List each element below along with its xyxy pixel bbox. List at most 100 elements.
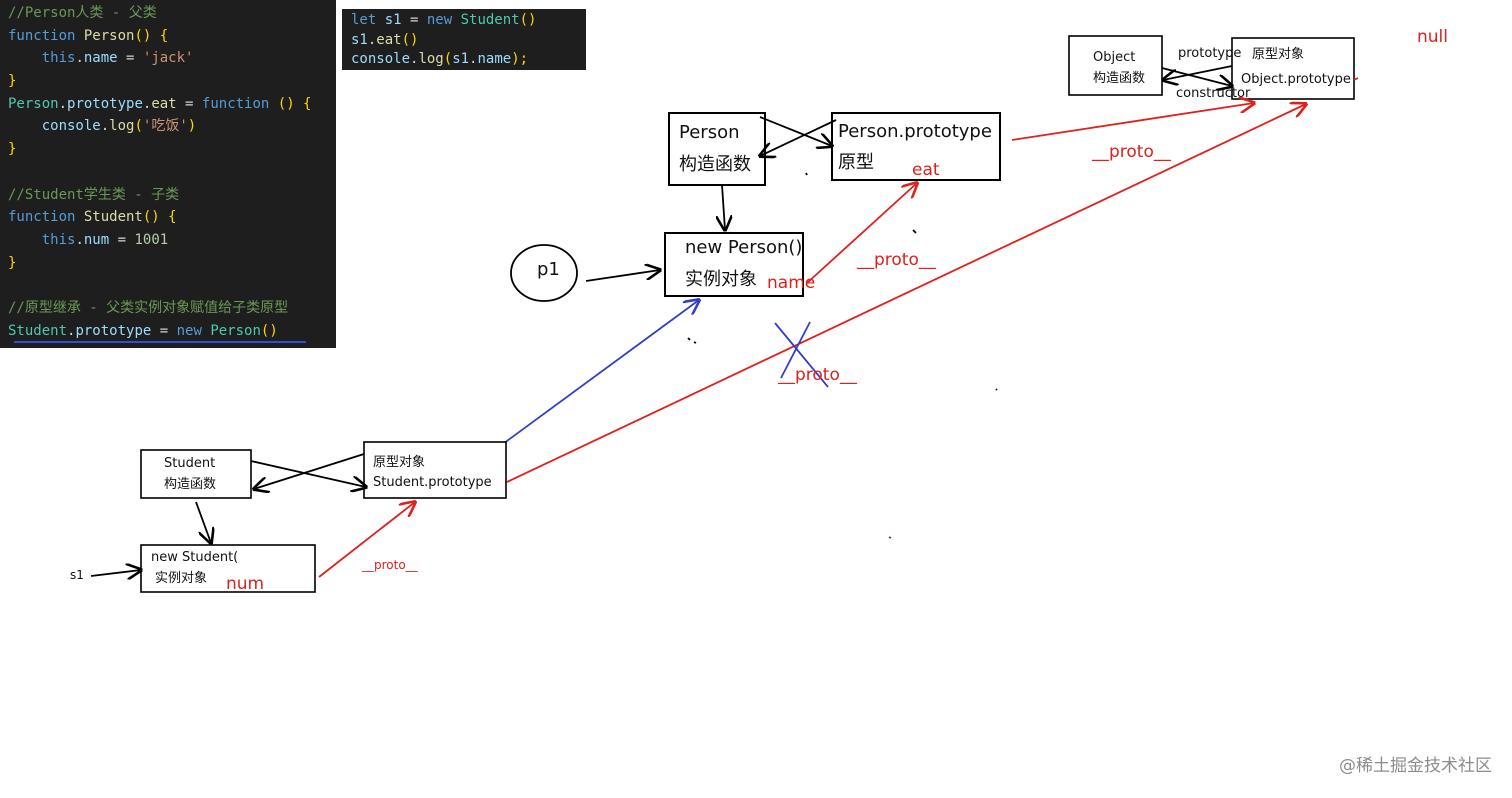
new-student-line1: new Student( xyxy=(151,550,238,565)
edge-label-proto-crossed: __proto__ xyxy=(777,365,857,385)
code-token: new xyxy=(426,12,461,28)
code-line: console.log(s1.name); xyxy=(351,50,586,70)
code-token: . xyxy=(142,95,152,112)
edge-label-proto-top: __proto__ xyxy=(1091,142,1171,162)
code-line: console.log('吃饭') xyxy=(8,115,336,138)
code-token: } xyxy=(8,141,17,158)
code-token: () { xyxy=(269,95,312,112)
code-token: Student xyxy=(8,322,68,339)
edge-label-prototype: prototype xyxy=(1178,46,1241,61)
cross-out-stroke-2 xyxy=(780,321,811,379)
student-constructor-arrow xyxy=(254,453,365,489)
num-label: num xyxy=(226,574,264,594)
student-ctor-to-instance-arrow xyxy=(195,501,211,543)
code-token: this xyxy=(41,50,76,67)
student-ctor-line1: Student xyxy=(164,456,215,471)
edge-label-proto-student: __proto__ xyxy=(361,558,419,572)
student-instance-proto-arrow xyxy=(318,502,415,578)
code-token: () xyxy=(519,12,537,28)
code-token: . xyxy=(58,95,68,112)
code-line: //原型继承 - 父类实例对象赋值给子类原型 xyxy=(8,297,336,320)
code-token: s1 xyxy=(351,31,368,48)
code-token: () xyxy=(260,322,278,339)
code-token: name xyxy=(83,50,118,67)
code-token: 1001 xyxy=(134,231,169,248)
eat-label: eat xyxy=(912,160,940,180)
code-token: function xyxy=(8,27,84,44)
person-prototype-proto-to-object-prototype-arrow xyxy=(1011,103,1254,141)
person-proto-line2: 原型 xyxy=(838,152,874,173)
stray-dot-3 xyxy=(888,536,892,539)
stray-dot xyxy=(805,172,808,176)
code-token: Student xyxy=(83,209,143,226)
stray-dot-2 xyxy=(995,388,998,391)
cross-out-stroke-1 xyxy=(774,322,829,388)
code-line: //Person人类 - 父类 xyxy=(8,2,336,25)
code-token: Student xyxy=(460,12,520,28)
person-ctor-line1: Person xyxy=(679,122,740,143)
instance-proto-to-person-prototype-arrow xyxy=(806,183,917,284)
new-person-line1: new Person() xyxy=(685,237,802,258)
code-token: let xyxy=(351,12,385,28)
code-line: Student.prototype = new Person() xyxy=(8,320,336,343)
code-token: . xyxy=(67,322,76,339)
object-proto-null-tick xyxy=(1353,77,1359,81)
code-underline-marker xyxy=(14,341,306,343)
code-token: = xyxy=(151,322,177,339)
object-proto-line1: 原型对象 xyxy=(1252,47,1304,62)
object-constructor-arrow xyxy=(1163,65,1233,80)
name-label: name xyxy=(767,273,815,293)
code-token: this xyxy=(41,231,76,248)
code-token: . xyxy=(75,50,84,67)
code-token: . xyxy=(469,51,478,67)
code-token: ( xyxy=(134,118,143,135)
code-token: log xyxy=(418,51,444,67)
person-proto-line1: Person.prototype xyxy=(838,121,992,142)
s1-label: s1 xyxy=(70,568,84,582)
code-token: . xyxy=(367,31,377,48)
object-ctor-line1: Object xyxy=(1093,50,1135,65)
code-token: . xyxy=(100,118,110,135)
code-token: ( xyxy=(443,51,453,67)
code-token: s1 xyxy=(384,12,402,28)
code-token: = xyxy=(401,12,427,28)
code-snippet-panel: let s1 = new Student()s1.eat()console.lo… xyxy=(342,9,586,70)
student-prototype-original-proto-arrow xyxy=(506,104,1306,483)
code-line: let s1 = new Student() xyxy=(351,11,586,31)
code-token: = xyxy=(109,231,135,248)
code-token: eat xyxy=(376,31,402,48)
code-token: 'jack' xyxy=(142,50,194,67)
object-prototype-node: 原型对象 Object.prototype xyxy=(1231,37,1355,100)
person-prototype-arrow xyxy=(759,116,832,146)
code-token: Person xyxy=(83,27,135,44)
code-token: //Student学生类 - 子类 xyxy=(8,186,180,203)
new-student-line2: 实例对象 xyxy=(155,571,207,586)
object-prototype-arrow xyxy=(1161,67,1232,86)
code-token: num xyxy=(83,231,110,248)
code-token: ); xyxy=(511,51,529,67)
student-prototype-equals-person-instance-arrow xyxy=(495,300,699,450)
new-person-line2: 实例对象 xyxy=(685,269,757,290)
student-ctor-line2: 构造函数 xyxy=(164,477,216,492)
code-token: () { xyxy=(134,27,169,44)
code-line: function Person() { xyxy=(8,25,336,48)
person-constructor-node: Person 构造函数 xyxy=(668,112,766,186)
edge-label-constructor: constructor xyxy=(1176,86,1251,101)
code-line: function Student() { xyxy=(8,206,336,229)
student-proto-line1: 原型对象 xyxy=(373,455,425,470)
code-token: '吃饭' xyxy=(142,118,188,135)
code-token: new xyxy=(176,322,211,339)
p1-reference-arrow xyxy=(585,270,660,282)
code-token: log xyxy=(109,118,135,135)
student-proto-line2: Student.prototype xyxy=(373,475,492,490)
s1-reference-arrow xyxy=(90,570,141,576)
code-token: s1 xyxy=(452,51,470,67)
code-token: } xyxy=(8,254,17,271)
code-line: Person.prototype.eat = function () { xyxy=(8,93,336,116)
new-student-instance-node: new Student( 实例对象 xyxy=(140,544,316,593)
person-constructor-arrow xyxy=(760,119,837,156)
person-ctor-line2: 构造函数 xyxy=(679,154,751,175)
code-token: Person xyxy=(8,95,59,112)
code-line: } xyxy=(8,252,336,275)
